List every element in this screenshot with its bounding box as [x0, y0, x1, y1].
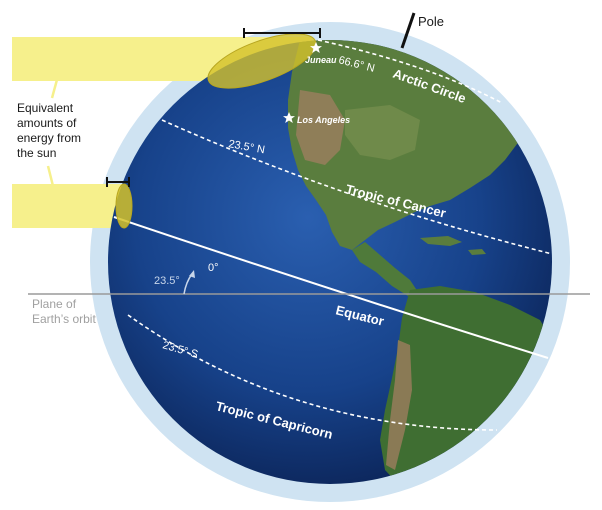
sun-beam-equator [12, 184, 130, 228]
orbit-plane-label-line1: Plane of [32, 297, 77, 311]
continents [288, 40, 552, 484]
los-angeles-label: Los Angeles [297, 115, 350, 125]
equator-degree-label: 0° [208, 262, 219, 274]
north-america-plains [345, 105, 420, 160]
sun-spot-equator [115, 183, 133, 229]
bracket-high-latitude [243, 28, 321, 38]
pole-label: Pole [418, 14, 444, 29]
south-america-landmass [380, 286, 552, 484]
energy-leader-top [50, 75, 60, 99]
orbit-plane-label-line2: Earth’s orbit [32, 312, 96, 326]
energy-leader-bottom [46, 165, 56, 191]
star-icon [310, 42, 322, 53]
juneau-label: Juneau [305, 55, 337, 65]
tropic-of-capricorn-line [127, 314, 498, 431]
tilt-angle-label: 23.5° [154, 275, 180, 287]
equator-line [113, 216, 549, 359]
star-icon [283, 112, 295, 123]
energy-label-line4: the sun [17, 146, 56, 160]
bracket-equator [106, 177, 130, 187]
energy-label-line3: energy from [17, 131, 81, 145]
tilt-angle-arrowhead [189, 270, 195, 278]
sun-spot-high-latitude [207, 33, 317, 89]
energy-label-line1: Equivalent [17, 101, 74, 115]
caribbean-islands [420, 236, 486, 255]
north-america-desert [296, 90, 345, 165]
andes-region [386, 340, 412, 470]
arctic-circle-line [317, 39, 503, 104]
pole-axis [400, 12, 416, 49]
central-america-landmass [352, 242, 418, 296]
energy-label-line2: amounts of [17, 116, 77, 130]
